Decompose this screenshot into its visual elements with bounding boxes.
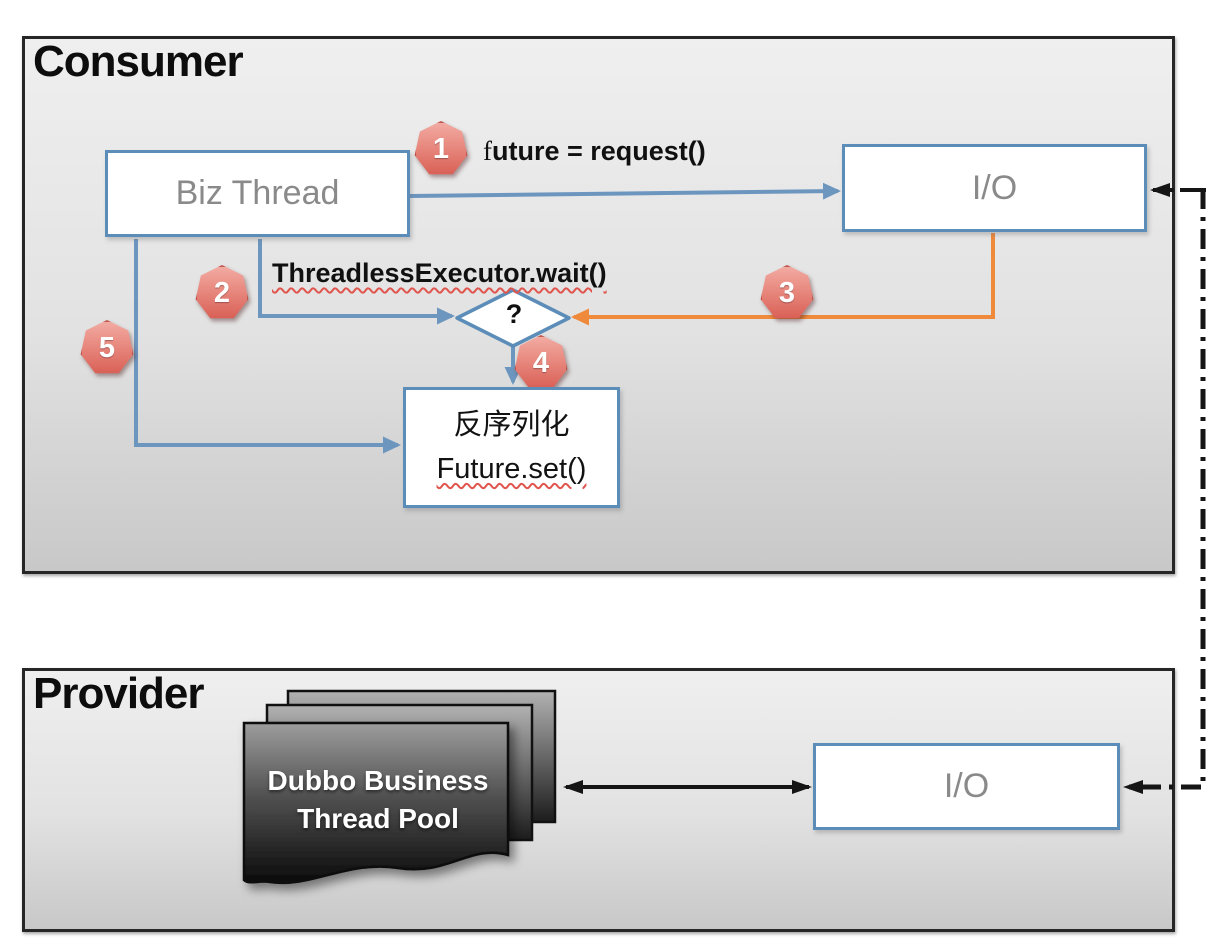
- step-badge-3: 3: [760, 265, 814, 321]
- step2-label: ThreadlessExecutor.wait(): [272, 258, 607, 288]
- deserialize-line1: 反序列化: [453, 409, 570, 441]
- consumer-io-box: I/O: [842, 144, 1147, 232]
- step-badge-5: 5: [80, 320, 134, 376]
- consumer-title: Consumer: [33, 37, 244, 86]
- biz-thread-label: Biz Thread: [175, 174, 340, 212]
- thread-pool-label: Dubbo Business Thread Pool: [248, 762, 508, 838]
- provider-io-label: I/O: [943, 767, 990, 805]
- thread-pool-label-line1: Dubbo Business: [267, 765, 489, 796]
- deserialize-box: 反序列化 Future.set(): [403, 387, 620, 508]
- provider-io-box: I/O: [813, 743, 1120, 830]
- deserialize-line2: Future.set(): [436, 452, 587, 485]
- step-badge-2-number: 2: [195, 265, 249, 319]
- thread-pool-label-line2: Thread Pool: [297, 803, 459, 834]
- provider-title: Provider: [33, 669, 205, 718]
- decision-label: ?: [505, 299, 523, 329]
- step-badge-1-number: 1: [414, 121, 468, 175]
- step-badge-4: 4: [514, 335, 568, 391]
- step-badge-5-number: 5: [80, 320, 134, 374]
- consumer-io-label: I/O: [971, 168, 1018, 207]
- step1-label: future = request(): [483, 136, 706, 166]
- step-badge-2: 2: [195, 265, 249, 321]
- step-badge-1: 1: [414, 121, 468, 177]
- biz-thread-box: Biz Thread: [105, 150, 410, 237]
- step-badge-4-number: 4: [514, 335, 568, 389]
- step-badge-3-number: 3: [760, 265, 814, 319]
